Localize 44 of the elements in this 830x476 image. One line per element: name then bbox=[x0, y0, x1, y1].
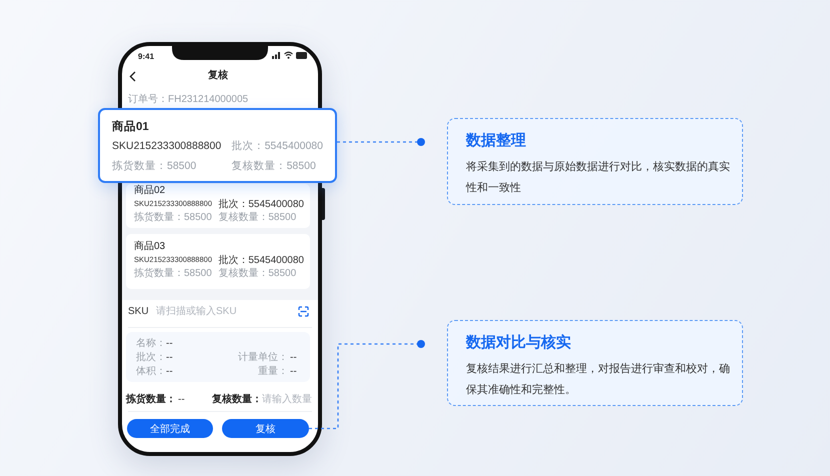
screen-text: 拣货数量： bbox=[126, 394, 176, 406]
screen-text: -- bbox=[290, 366, 297, 378]
callout-title: 数据整理 bbox=[466, 131, 527, 151]
screen-text: -- bbox=[166, 352, 173, 364]
batch-number: 批次：5545400080 bbox=[232, 140, 323, 154]
screen-text: 请扫描或输入SKU bbox=[156, 306, 237, 318]
screen-text: -- bbox=[166, 338, 173, 350]
screen-text: 名称： bbox=[136, 338, 166, 350]
screen-text: 批次： bbox=[136, 352, 166, 364]
screen-text: -- bbox=[178, 394, 185, 406]
screen-text: 重量： bbox=[257, 366, 288, 378]
product-name: 商品03 bbox=[134, 241, 166, 254]
callout-title: 数据对比与核实 bbox=[466, 333, 572, 353]
product-name: 商品01 bbox=[112, 120, 150, 134]
action-button: 复核 bbox=[222, 419, 309, 438]
product-card bbox=[98, 108, 337, 183]
callout-text: 复核结果进行汇总和整理，对报告进行审查和校对，确保其准确性和完整性。 bbox=[466, 362, 731, 398]
callout-box bbox=[447, 118, 743, 205]
product-name: 商品02 bbox=[134, 185, 166, 198]
screen-text: SKU bbox=[128, 306, 149, 318]
batch-number: 批次：5545400080 bbox=[218, 254, 304, 267]
connector-line bbox=[337, 138, 425, 146]
picked-quantity: 拣货数量：58500 bbox=[134, 268, 212, 280]
screen-text: 计量单位： bbox=[237, 352, 288, 364]
screen-text: 复核数量： bbox=[212, 394, 262, 406]
product-card bbox=[126, 184, 310, 228]
checked-quantity: 复核数量：58500 bbox=[218, 268, 298, 280]
checked-quantity: 复核数量：58500 bbox=[232, 160, 317, 173]
screen-text: 体积： bbox=[136, 366, 166, 378]
screen-text: -- bbox=[166, 366, 173, 378]
connector-line bbox=[309, 340, 425, 430]
sku-code: SKU215233300888800 bbox=[112, 140, 222, 154]
batch-number: 批次：5545400080 bbox=[218, 198, 304, 211]
screen-text: 订单号：FH231214000005 bbox=[128, 94, 248, 106]
callout-text: 将采集到的数据与原始数据进行对比，核实数据的真实性和一致性 bbox=[466, 160, 731, 196]
callout-box bbox=[447, 320, 743, 406]
picked-quantity: 拣货数量：58500 bbox=[134, 212, 212, 224]
checked-quantity: 复核数量：58500 bbox=[218, 212, 298, 224]
picked-quantity: 拣货数量：58500 bbox=[112, 160, 198, 173]
action-button: 全部完成 bbox=[127, 419, 213, 438]
screen-text: 请输入数量 bbox=[262, 394, 312, 406]
screen-text: 9:41 bbox=[138, 52, 154, 62]
screen-text: -- bbox=[290, 352, 297, 364]
screen-text: 复核 bbox=[207, 70, 229, 82]
